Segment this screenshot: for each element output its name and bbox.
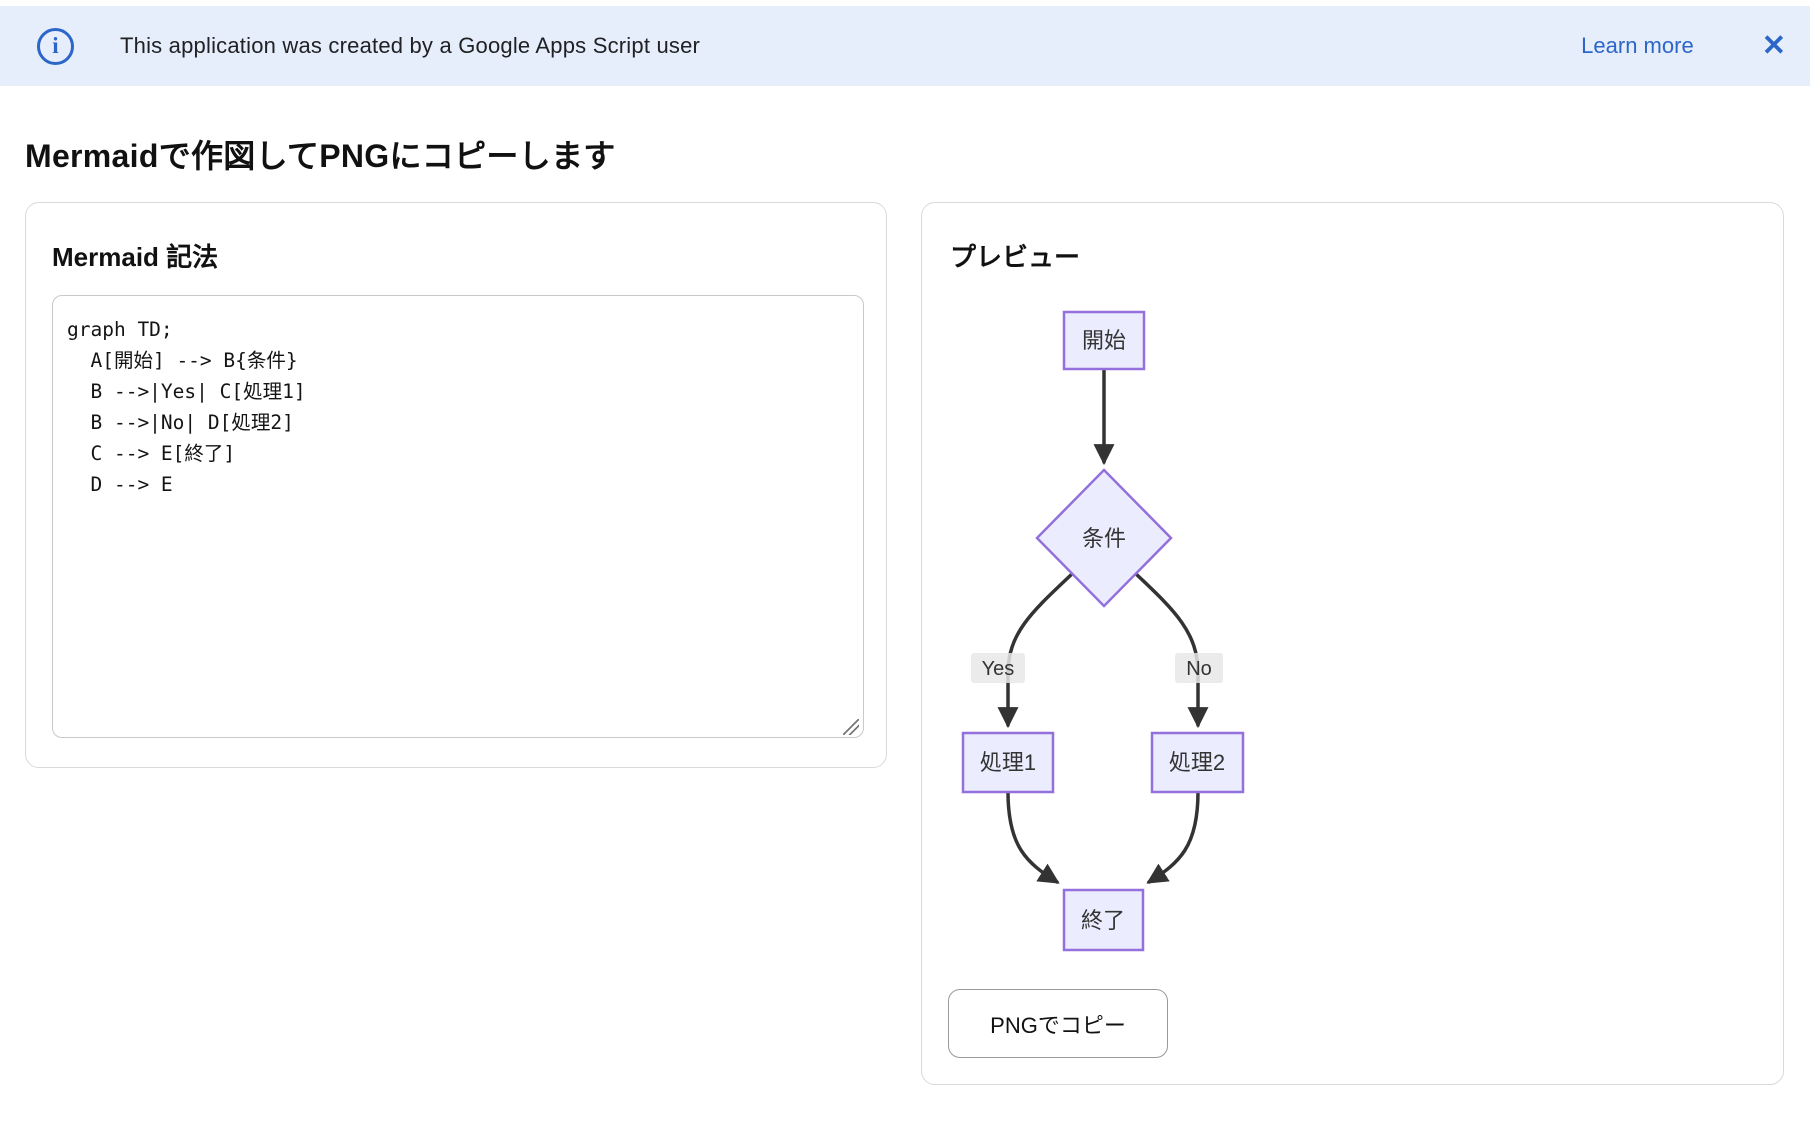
close-icon[interactable]: ✕ xyxy=(1761,29,1786,62)
edge-condition-no xyxy=(1133,571,1209,729)
mermaid-preview-diagram: Yes No 開始 条件 処理1 処理2 終了 xyxy=(961,310,1245,952)
node-condition xyxy=(1035,468,1173,608)
diagram-nodes xyxy=(961,310,1245,952)
node-start-label: 開始 xyxy=(1082,328,1126,353)
preview-title: プレビュー xyxy=(950,242,1081,272)
gas-warning-banner: i This application was created by a Goog… xyxy=(0,6,1810,86)
banner-message: This application was created by a Google… xyxy=(120,33,701,58)
node-condition-label: 条件 xyxy=(1082,526,1126,551)
node-end-label: 終了 xyxy=(1081,908,1125,933)
mermaid-editor-card: Mermaid 記法 graph TD; A[開始] --> B{条件} B -… xyxy=(25,202,887,768)
diagram-edges xyxy=(997,367,1209,884)
editor-title: Mermaid 記法 xyxy=(52,242,219,272)
edge-process1-to-end xyxy=(1006,790,1060,884)
copy-png-button[interactable]: PNGでコピー xyxy=(948,989,1168,1058)
preview-card: プレビュー Yes No xyxy=(921,202,1784,1085)
node-process2-label: 処理2 xyxy=(1169,750,1225,775)
node-process1 xyxy=(961,731,1055,794)
no-label-bg xyxy=(1175,653,1223,683)
page-title: Mermaidで作図してPNGにコピーします xyxy=(25,138,616,174)
node-process1-label: 処理1 xyxy=(980,750,1036,775)
mermaid-code-textarea[interactable]: graph TD; A[開始] --> B{条件} B -->|Yes| C[処… xyxy=(52,295,864,738)
edge-labels: Yes No xyxy=(971,653,1223,683)
edge-process2-to-end xyxy=(1146,790,1200,884)
node-labels: 開始 条件 処理1 処理2 終了 xyxy=(980,328,1225,933)
edge-label-no: No xyxy=(1186,658,1212,680)
edge-condition-yes xyxy=(997,571,1075,729)
edge-label-yes: Yes xyxy=(982,658,1015,680)
learn-more-link[interactable]: Learn more xyxy=(1581,33,1694,58)
textarea-resize-handle[interactable] xyxy=(843,719,859,735)
node-end xyxy=(1062,888,1145,952)
node-process2 xyxy=(1150,731,1245,794)
info-icon: i xyxy=(37,27,74,65)
node-start xyxy=(1062,310,1146,371)
yes-label-bg xyxy=(971,653,1025,683)
